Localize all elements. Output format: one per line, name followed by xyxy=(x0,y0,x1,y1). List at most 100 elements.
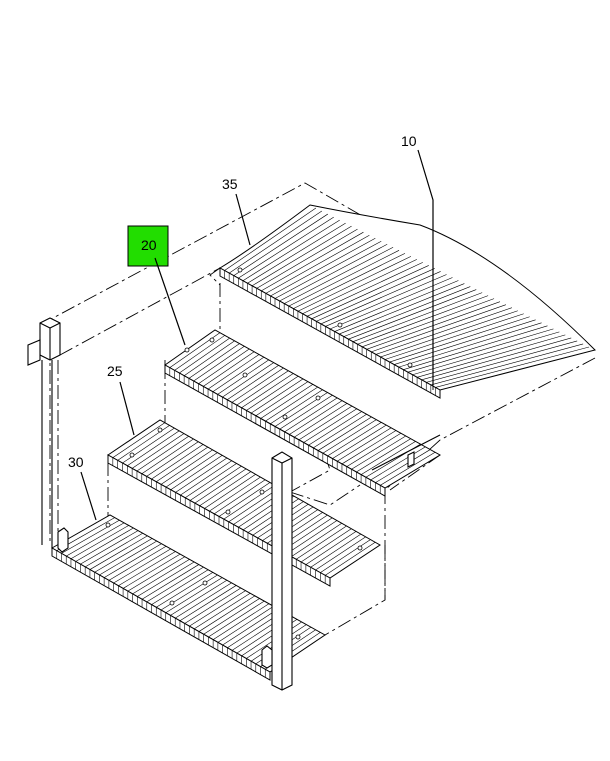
tread-rib xyxy=(334,280,459,332)
tread-rib xyxy=(348,289,477,340)
tread-rib xyxy=(284,247,394,304)
bracket xyxy=(371,434,441,471)
tread-rib xyxy=(247,222,346,284)
tread-rib xyxy=(361,298,495,348)
tread-rib xyxy=(302,259,418,315)
tread-rib xyxy=(322,419,377,454)
tread-rib xyxy=(170,455,223,491)
callout-35-leader xyxy=(235,193,251,246)
middle-tread xyxy=(164,329,441,497)
tread-rib xyxy=(279,244,388,302)
tread-rib xyxy=(320,539,371,573)
tread-rib xyxy=(233,213,328,276)
tread-rib xyxy=(212,603,270,640)
tread-rib xyxy=(175,457,228,493)
tread-rib xyxy=(327,422,382,457)
tread-rib xyxy=(289,400,343,435)
tread-rib xyxy=(209,476,261,512)
tread-rib xyxy=(89,535,148,570)
tread-rib xyxy=(288,250,400,307)
callout-10-label: 10 xyxy=(401,133,417,149)
tread-rib xyxy=(175,582,232,619)
tread-rib xyxy=(329,277,453,330)
tread-rib xyxy=(346,433,402,467)
tread-rib xyxy=(146,566,204,603)
callout-30-leader xyxy=(80,471,97,521)
tread-rib xyxy=(398,322,542,368)
tread-rib xyxy=(394,319,536,365)
tread-rib xyxy=(389,316,530,363)
tread-rib xyxy=(298,405,353,441)
tread-rib xyxy=(261,231,364,292)
tread-rib xyxy=(231,367,284,403)
tread-rib xyxy=(113,548,171,584)
tread-rib xyxy=(217,359,269,395)
tread-rib xyxy=(317,416,372,451)
tread-rib xyxy=(265,234,370,294)
tread-rib xyxy=(297,256,412,312)
tread-rib xyxy=(137,561,195,597)
tread-rib xyxy=(421,337,572,381)
tread-rib xyxy=(198,348,250,384)
callout-20-label: 20 xyxy=(141,237,157,253)
tread-rib xyxy=(260,384,313,419)
bottom-tread xyxy=(50,514,326,681)
tread-rib xyxy=(242,219,340,281)
tread-rib xyxy=(238,216,334,279)
tread-rib xyxy=(270,389,323,425)
tread-rib xyxy=(236,370,289,406)
tread-rib xyxy=(315,536,366,571)
tread-rib xyxy=(75,527,134,562)
tread-rib xyxy=(360,441,416,475)
tread-rib xyxy=(141,564,199,600)
tread-rib xyxy=(103,543,162,578)
tread-rib xyxy=(351,435,406,470)
tread-rib xyxy=(341,430,397,465)
tread-rib xyxy=(108,546,167,581)
tread-rib xyxy=(300,528,352,563)
tread-rib xyxy=(118,551,176,586)
tread-rib xyxy=(384,313,524,360)
tread-rib xyxy=(284,397,338,433)
tread-rib xyxy=(352,292,483,342)
tread-rib xyxy=(403,325,548,370)
tread-rib xyxy=(212,356,265,392)
tread-rib xyxy=(179,585,237,622)
tread-rib xyxy=(208,600,265,638)
tread-rib xyxy=(194,468,247,504)
callout-35-label: 35 xyxy=(222,176,238,192)
tread-rib xyxy=(194,593,251,630)
tread-rib xyxy=(274,240,382,299)
tread-rib xyxy=(146,441,199,477)
tread-rib xyxy=(357,295,489,345)
tread-rib xyxy=(332,424,387,459)
tread-rib xyxy=(151,444,204,480)
callout-20-leader xyxy=(154,257,186,346)
tread-rib xyxy=(214,479,266,515)
tread-rib xyxy=(193,346,245,382)
tread-rib xyxy=(127,556,185,592)
tread-rib xyxy=(156,572,213,608)
tread-rib xyxy=(94,538,153,573)
tread-rib xyxy=(279,394,333,430)
tread-rib xyxy=(320,271,441,325)
tread-rib xyxy=(343,286,471,337)
callout-25-leader xyxy=(119,381,135,436)
tread-rib xyxy=(223,484,275,520)
tread-rib xyxy=(165,452,218,488)
tread-rib xyxy=(430,343,584,386)
tread-rib xyxy=(412,331,560,376)
tread-rib xyxy=(188,343,240,379)
tread-rib xyxy=(70,525,129,560)
tread-rib xyxy=(241,373,294,409)
tread-rib xyxy=(286,520,338,555)
tread-rib xyxy=(217,606,274,643)
tread-rib xyxy=(305,531,357,565)
tread-rib xyxy=(160,449,213,485)
tread-rib xyxy=(224,207,317,271)
tread-rib xyxy=(371,304,507,353)
tread-rib xyxy=(151,569,209,605)
tread-rib xyxy=(311,265,429,320)
top-platform xyxy=(218,204,596,399)
